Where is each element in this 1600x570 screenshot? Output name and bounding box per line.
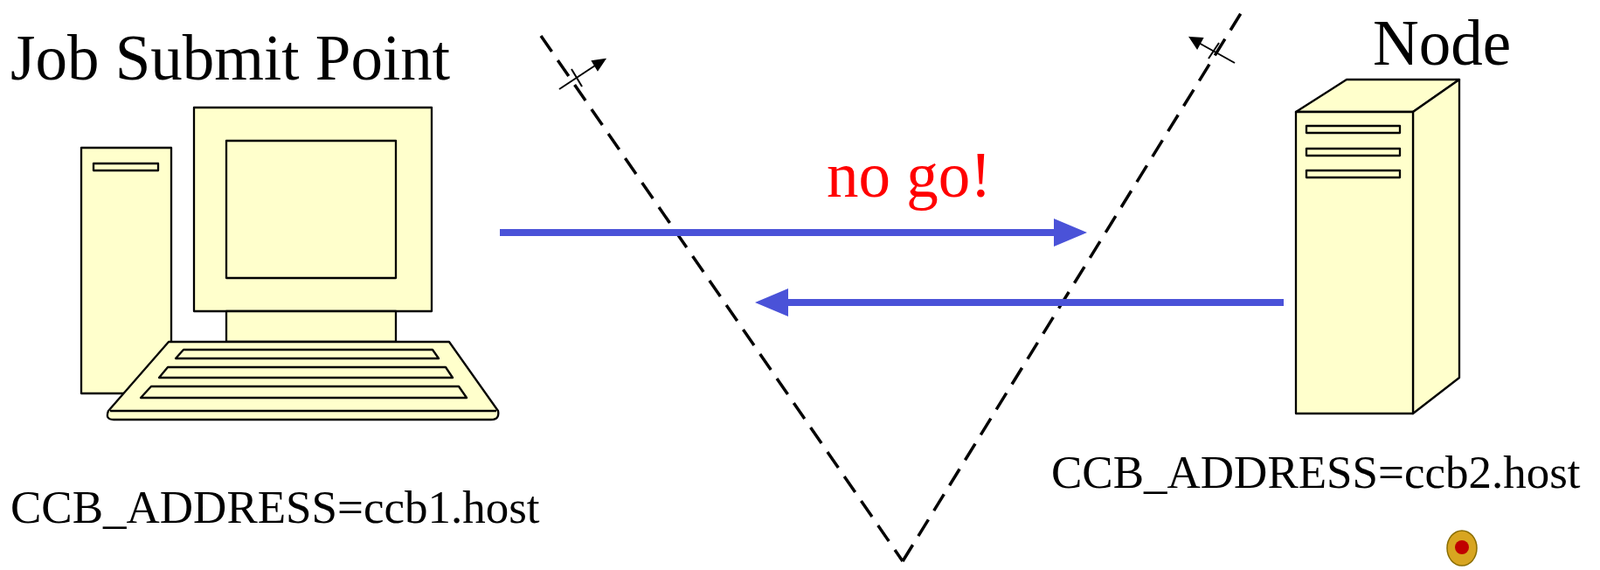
keyboard-edge	[110, 409, 497, 412]
return-arrow	[782, 298, 1284, 306]
keyboard-keys	[140, 386, 467, 398]
firewall-mark	[1197, 41, 1235, 63]
desktop-computer	[81, 107, 499, 420]
blocked-arrow	[499, 228, 1060, 236]
logo-heart	[1454, 540, 1469, 555]
machine-title: Node	[1372, 11, 1511, 76]
keyboard-keys	[175, 349, 439, 359]
monitor-screen	[226, 140, 396, 278]
status-label: no go!	[826, 143, 992, 208]
logo	[1447, 530, 1477, 566]
address-label: CCB_ADDRESS=ccb2.host	[1051, 449, 1581, 496]
drive-slot	[1306, 148, 1400, 156]
address-label: CCB_ADDRESS=ccb1.host	[10, 484, 541, 531]
machine-title: Job Submit Point	[10, 26, 451, 91]
firewall-line	[540, 35, 903, 562]
connection-arrows	[499, 218, 1284, 317]
server-front	[1295, 111, 1413, 414]
server	[1295, 79, 1460, 414]
monitor	[193, 107, 432, 312]
drive-slot	[93, 163, 159, 171]
keyboard-keys	[159, 367, 453, 378]
keyboard	[107, 341, 499, 420]
machine-group: Job Submit PointCCB_ADDRESS=ccb1.host	[0, 17, 568, 551]
drive-slot	[1306, 170, 1400, 178]
firewall-mark	[559, 63, 598, 90]
firewall-mark-head	[1190, 37, 1203, 49]
firewall-mark-tick	[571, 69, 582, 87]
logo-shield	[1447, 530, 1477, 566]
drive-slot	[1306, 125, 1400, 133]
server-side	[1412, 79, 1460, 414]
firewall-mark-head	[592, 59, 605, 70]
arrow-head	[754, 288, 789, 317]
firewall-mark-tick	[1208, 42, 1220, 59]
machine-group: NodeCCB_ADDRESS=ccb2.host	[1031, 0, 1595, 516]
arrow-head	[1053, 218, 1088, 247]
firewall-marks	[559, 37, 1235, 90]
monitor-stand	[226, 311, 396, 342]
